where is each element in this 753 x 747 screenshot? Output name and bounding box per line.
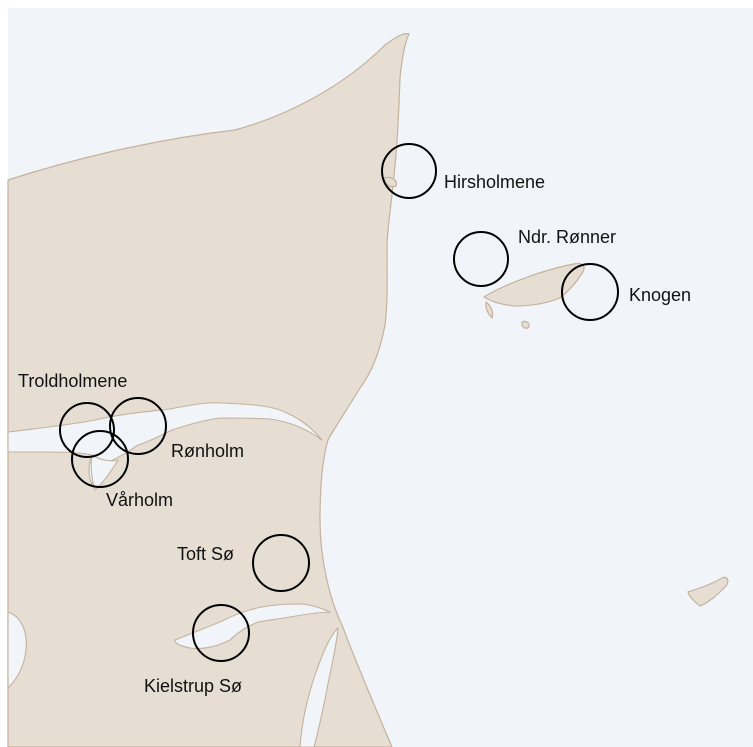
label-ronholm: Rønholm — [171, 441, 244, 461]
island-east — [483, 262, 585, 307]
marker-varholm[interactable] — [71, 430, 129, 488]
islet-1 — [485, 301, 494, 319]
places-layer: Hirsholmene Ndr. Rønner Knogen Troldholm… — [18, 143, 691, 696]
marker-troldholmene[interactable] — [59, 402, 115, 458]
label-ndr-ronner: Ndr. Rønner — [518, 227, 616, 247]
island-far-east — [687, 576, 729, 607]
marker-ronholm[interactable] — [109, 397, 167, 455]
fjord — [7, 402, 323, 486]
label-hirsholmene: Hirsholmene — [444, 172, 545, 192]
marker-hirsholmene[interactable] — [381, 143, 437, 199]
marker-ndr-ronner[interactable] — [453, 231, 509, 287]
label-toft-so: Toft Sø — [177, 544, 234, 564]
label-kielstrup-so: Kielstrup Sø — [144, 676, 242, 696]
marker-kielstrup-so[interactable] — [192, 604, 250, 662]
label-knogen: Knogen — [629, 285, 691, 305]
label-varholm: Vårholm — [106, 490, 173, 510]
south-inlet — [299, 627, 339, 747]
label-troldholmene: Troldholmene — [18, 371, 127, 391]
islet-2 — [521, 320, 530, 329]
marker-toft-so[interactable] — [252, 534, 310, 592]
inlet-varholm — [90, 454, 119, 491]
west-bay — [7, 611, 27, 689]
marker-knogen[interactable] — [561, 263, 619, 321]
kielstrup-lake — [174, 603, 331, 650]
